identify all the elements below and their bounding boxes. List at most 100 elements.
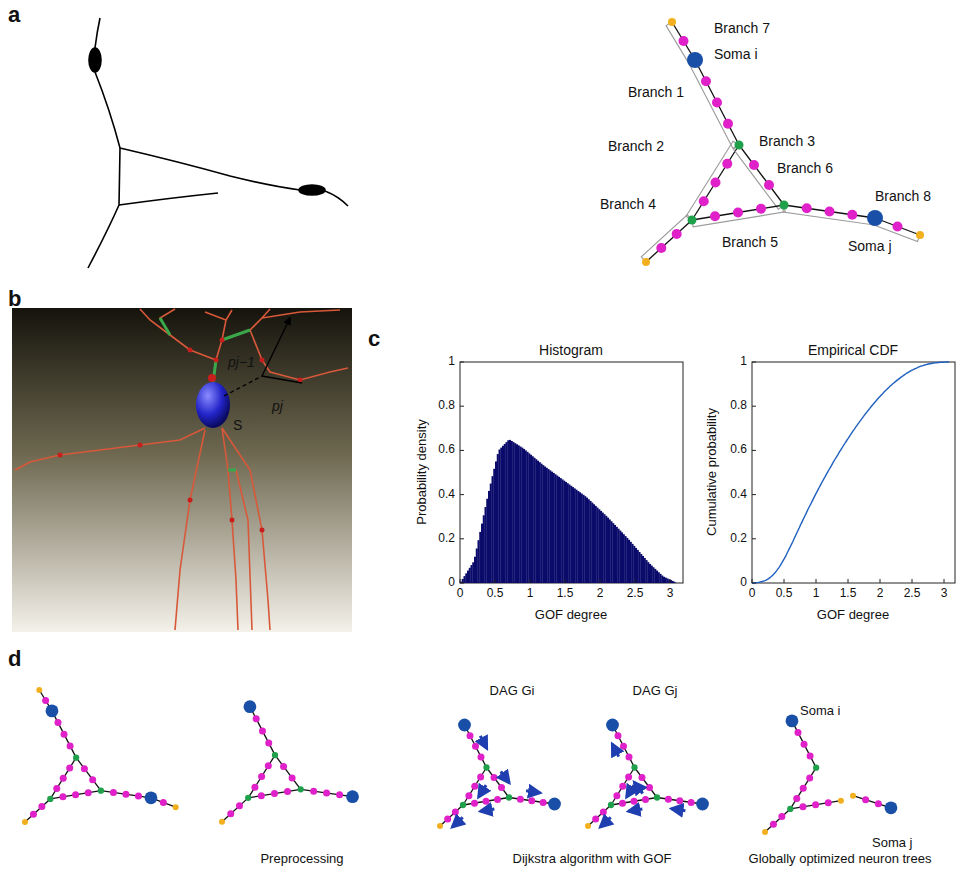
node-point xyxy=(517,796,524,803)
node-point xyxy=(793,795,800,802)
tick xyxy=(460,583,464,584)
node-point xyxy=(38,803,45,810)
tick-label: 3 xyxy=(667,587,674,601)
node-point xyxy=(465,792,472,799)
node-point xyxy=(806,774,813,781)
end-point xyxy=(585,823,591,829)
node-point xyxy=(477,773,484,780)
node-point xyxy=(528,797,535,804)
soma xyxy=(786,715,799,728)
tick-label: 0.6 xyxy=(730,443,747,457)
histogram-bar xyxy=(572,487,574,583)
branch-line xyxy=(692,205,784,220)
histogram-bar xyxy=(485,507,487,583)
tick-label: 2 xyxy=(597,587,604,601)
histogram-bar xyxy=(618,529,620,583)
text-label: DAG Gj xyxy=(633,684,678,699)
text-label: Branch 6 xyxy=(775,160,835,176)
soma xyxy=(458,719,471,732)
histogram-bar xyxy=(640,554,642,583)
node-point xyxy=(875,800,882,807)
node-point xyxy=(66,764,73,771)
histogram-bar xyxy=(668,579,670,583)
node-point xyxy=(801,741,808,748)
text-label: Branch 8 xyxy=(873,188,933,204)
histogram-bar xyxy=(523,449,525,583)
node-point xyxy=(893,222,903,232)
text-label: Soma i xyxy=(800,704,840,719)
junction-point xyxy=(813,765,819,771)
histogram-bar xyxy=(642,556,644,583)
direction-arrow xyxy=(627,785,634,797)
node-point xyxy=(259,727,266,734)
node-point xyxy=(701,76,711,86)
histogram-bar xyxy=(577,491,579,583)
histogram-bar xyxy=(625,536,627,583)
histogram-bar xyxy=(556,476,558,583)
histogram-bar xyxy=(619,531,621,583)
node-point xyxy=(642,796,649,803)
step-caption: Dijkstra algorithm with GOF xyxy=(513,852,672,867)
histogram-bar xyxy=(478,540,480,583)
tick xyxy=(944,579,945,583)
histogram-bar xyxy=(595,506,597,583)
text-label: Branch 4 xyxy=(598,196,658,212)
end-point xyxy=(762,829,768,835)
histogram-bar xyxy=(663,577,665,583)
histogram-bar xyxy=(502,446,504,583)
axis-title: GOF degree xyxy=(817,608,889,623)
histogram-bar xyxy=(583,495,585,583)
direction-arrow xyxy=(481,809,495,811)
histogram-bar xyxy=(527,452,529,583)
node-point xyxy=(802,203,812,213)
node-point xyxy=(265,739,272,746)
branch-line xyxy=(465,725,487,768)
tick-label: 1 xyxy=(813,587,820,601)
histogram-bar xyxy=(658,572,660,583)
histogram-bar xyxy=(567,483,569,583)
histogram-bar xyxy=(632,544,634,583)
node-point xyxy=(825,207,835,217)
tick xyxy=(752,538,756,539)
tick-label: 1.5 xyxy=(557,587,574,601)
node-point xyxy=(280,763,287,770)
soma xyxy=(548,798,561,811)
node-point xyxy=(72,791,79,798)
histogram-bar xyxy=(633,546,635,583)
node-point xyxy=(444,816,451,823)
node-point xyxy=(676,797,683,804)
histogram-bar xyxy=(507,440,509,583)
node-point xyxy=(265,762,272,769)
node-point xyxy=(799,803,806,810)
node-point xyxy=(251,784,258,791)
branch-line xyxy=(76,758,101,791)
histogram-bar xyxy=(605,516,607,583)
branch-line xyxy=(646,220,692,262)
junction-point xyxy=(787,806,793,812)
node-point xyxy=(699,196,709,206)
node-point xyxy=(592,816,599,823)
node-point xyxy=(310,788,317,795)
histogram-bar xyxy=(537,461,539,583)
node-point xyxy=(672,229,682,239)
text-label: DAG Gi xyxy=(490,684,535,699)
branch-line xyxy=(765,809,790,832)
junction-point xyxy=(272,752,278,758)
histogram-bar xyxy=(558,477,560,583)
histogram-bar xyxy=(654,569,656,583)
node-point xyxy=(110,789,117,796)
axis-title: Cumulative probability xyxy=(705,408,720,536)
node-point xyxy=(258,792,265,799)
node-point xyxy=(323,790,330,797)
neuron-graph xyxy=(22,687,179,825)
node-point xyxy=(160,799,167,806)
node-point xyxy=(631,798,638,805)
tick xyxy=(752,494,756,495)
branch-bracket xyxy=(692,208,785,227)
histogram-bar xyxy=(542,465,544,583)
node-point xyxy=(452,809,459,816)
step-caption: Preprocessing xyxy=(260,852,343,867)
tick xyxy=(848,579,849,583)
branch-line xyxy=(222,798,248,822)
tick xyxy=(784,579,785,583)
